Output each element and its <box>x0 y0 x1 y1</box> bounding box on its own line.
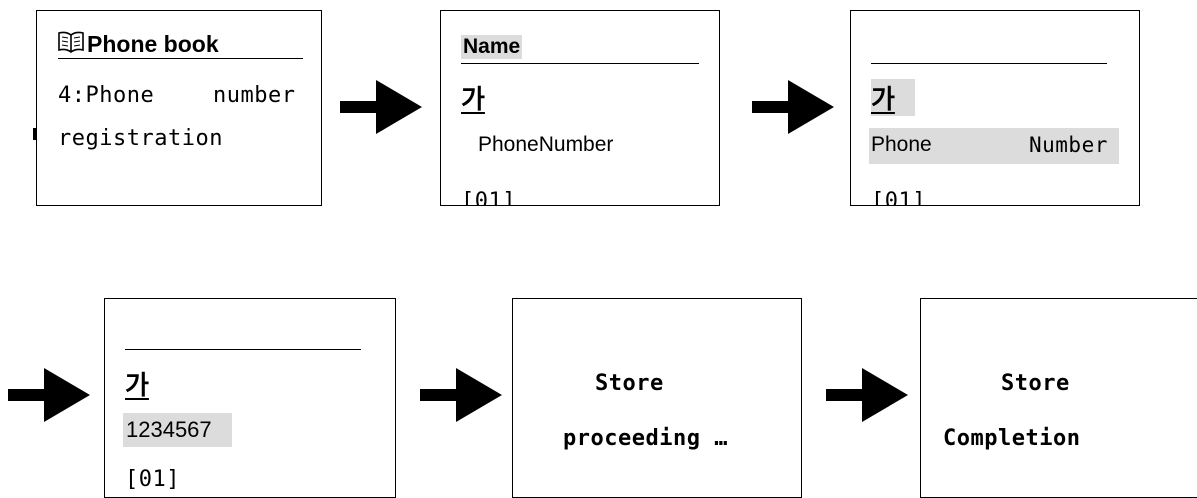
screen-phonebook-menu: Phone book 4:Phone number registration <box>36 10 322 206</box>
name-label: Name <box>461 35 523 59</box>
open-book-icon <box>58 31 84 58</box>
slot-number: [01] <box>125 467 180 492</box>
phone-number-value: 1234567 <box>123 413 232 447</box>
slot-number: [01] <box>461 189 516 206</box>
slot-number: [01] <box>871 189 926 206</box>
menu-item-text-left: 4:Phone <box>58 83 155 108</box>
phone-label-right: Number <box>1029 133 1108 157</box>
phone-number-highlight <box>869 128 1119 164</box>
right-arrow-icon <box>340 80 422 134</box>
status-line1: Store <box>595 371 664 396</box>
right-arrow-icon <box>8 368 90 422</box>
screen-store-proceeding: Store proceeding … <box>512 298 802 498</box>
name-value: 가 <box>125 371 149 401</box>
menu-item-text-line2: registration <box>58 126 223 151</box>
menu-item-text-right: number <box>213 83 296 108</box>
phone-label-left: Phone <box>871 133 932 156</box>
right-arrow-icon <box>752 80 834 134</box>
screen-name-entry: Name 가 PhoneNumber [01] <box>440 10 720 206</box>
menu-title: Phone book <box>87 31 219 57</box>
screen-store-completion: Store Completion <box>920 298 1197 498</box>
status-line2: Completion <box>943 426 1081 451</box>
name-value: 가 <box>871 79 915 116</box>
status-line1: Store <box>1001 371 1070 396</box>
status-line2: proceeding … <box>563 426 728 451</box>
stray-mark <box>33 128 36 140</box>
right-arrow-icon <box>826 368 908 422</box>
screen-number-select: 가 Phone Number [01] <box>850 10 1140 206</box>
title-rule <box>58 58 303 59</box>
name-rule <box>871 63 1107 64</box>
phone-number-label: PhoneNumber <box>478 133 614 156</box>
name-rule <box>125 349 361 350</box>
name-value: 가 <box>461 85 485 115</box>
right-arrow-icon <box>420 368 502 422</box>
screen-number-entry: 가 1234567 [01] <box>104 298 396 498</box>
name-rule <box>461 63 699 64</box>
